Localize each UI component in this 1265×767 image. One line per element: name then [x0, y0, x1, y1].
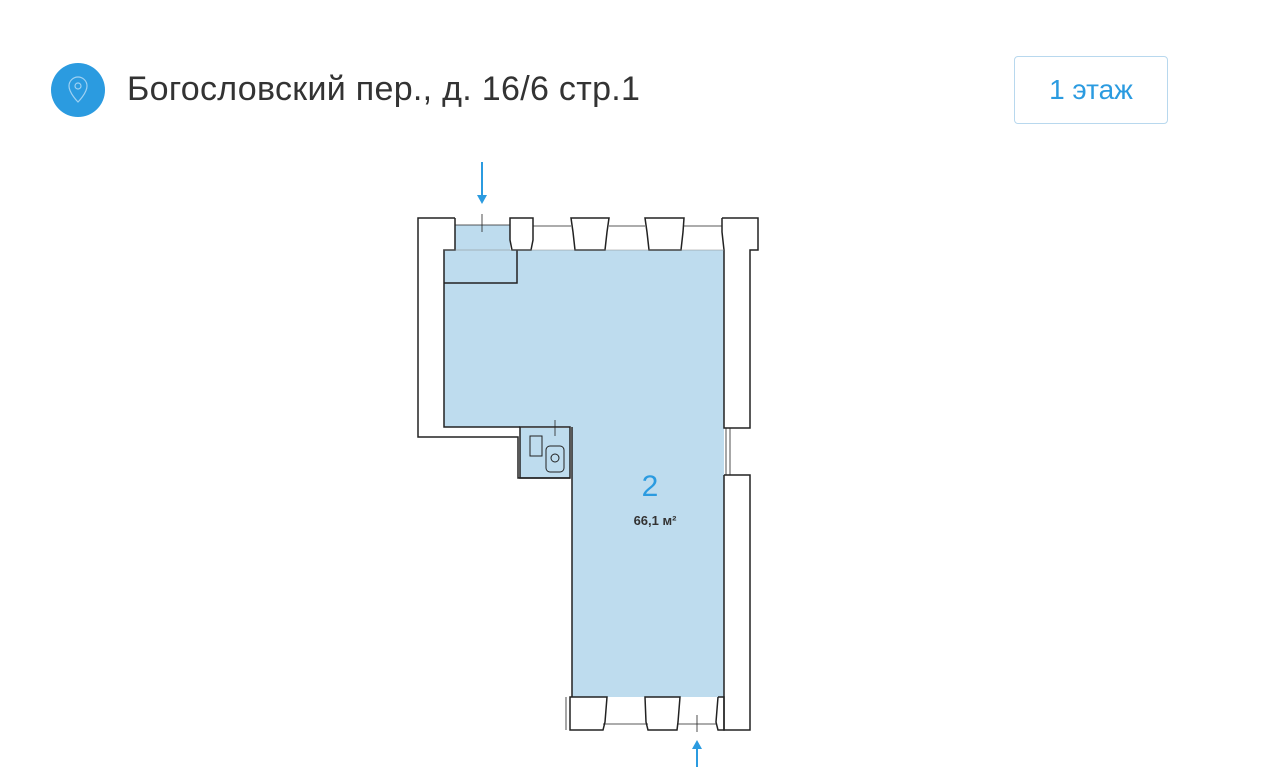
floor-selector-button[interactable]: 1 этаж [1014, 56, 1168, 124]
walls [417, 214, 759, 732]
location-pin-icon [51, 63, 105, 117]
room-2-fill[interactable] [444, 225, 724, 697]
entrance-arrow-icon [477, 162, 487, 204]
room-number: 2 [641, 470, 659, 503]
entrance-arrow-icon [692, 740, 702, 767]
page-title: Богословский пер., д. 16/6 стр.1 [127, 70, 641, 108]
room-area: 66,1 м² [633, 513, 677, 528]
